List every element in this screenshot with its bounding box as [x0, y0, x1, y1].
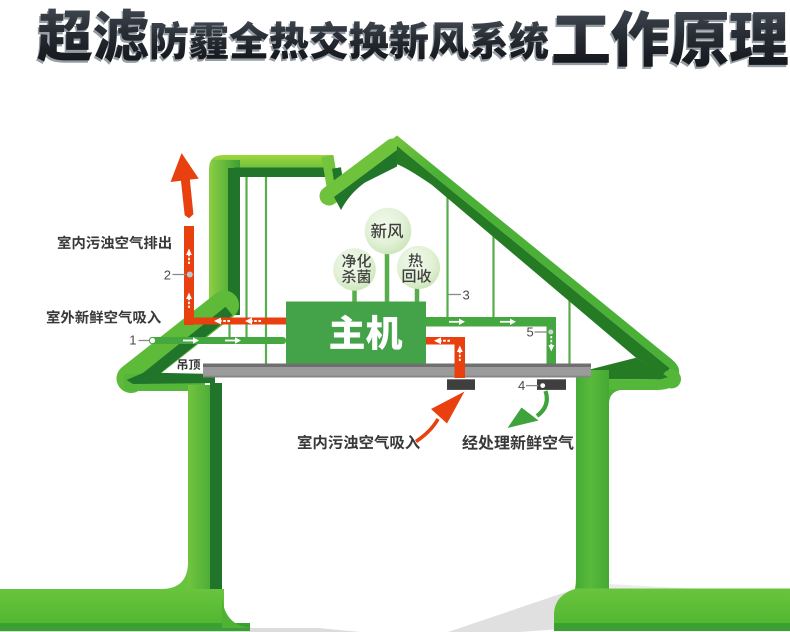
svg-text:4: 4 [518, 378, 525, 393]
svg-text:3: 3 [463, 288, 470, 303]
svg-text:2: 2 [164, 268, 171, 283]
svg-text:1: 1 [129, 333, 136, 348]
svg-text:5: 5 [527, 325, 534, 340]
